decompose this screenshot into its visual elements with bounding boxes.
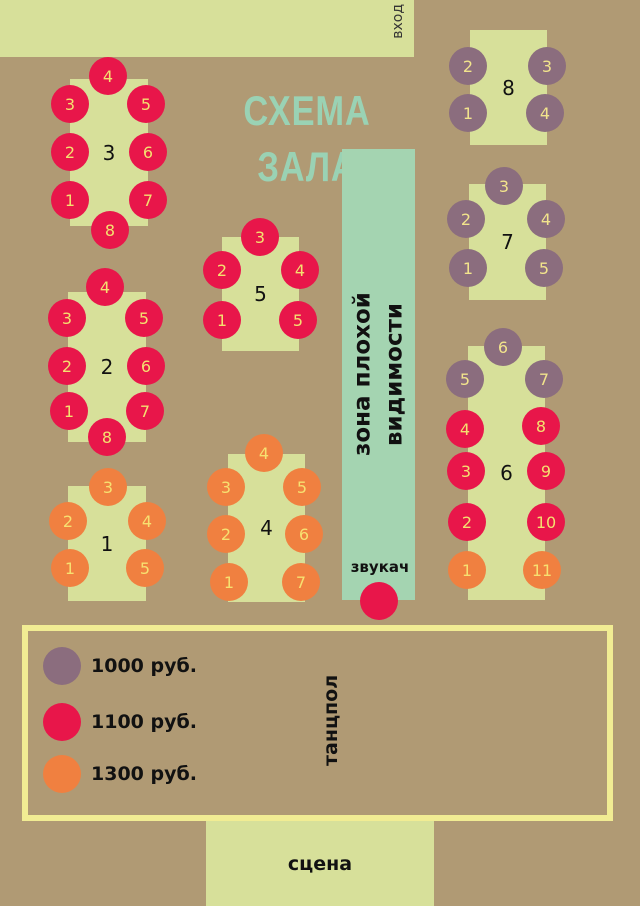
seat-t4-6[interactable]: 6 bbox=[285, 515, 323, 553]
seat-t5-1[interactable]: 1 bbox=[203, 301, 241, 339]
legend-label: 1300 руб. bbox=[91, 763, 197, 785]
page-title: СХЕМА ЗАЛА bbox=[243, 87, 371, 190]
seat-t6-9[interactable]: 9 bbox=[527, 452, 565, 490]
table-number: 8 bbox=[502, 75, 515, 100]
seat-t2-1[interactable]: 1 bbox=[50, 392, 88, 430]
seat-t6-8[interactable]: 8 bbox=[522, 407, 560, 445]
seat-t4-5[interactable]: 5 bbox=[283, 468, 321, 506]
seat-t1-4[interactable]: 4 bbox=[128, 502, 166, 540]
seat-t2-5[interactable]: 5 bbox=[125, 299, 163, 337]
seat-t3-1[interactable]: 1 bbox=[51, 181, 89, 219]
seat-t5-5[interactable]: 5 bbox=[279, 301, 317, 339]
seat-t6-11[interactable]: 11 bbox=[523, 551, 561, 589]
seat-t3-4[interactable]: 4 bbox=[89, 57, 127, 95]
sound-engineer-marker bbox=[360, 582, 398, 620]
seat-t3-8[interactable]: 8 bbox=[91, 211, 129, 249]
seat-t8-1[interactable]: 1 bbox=[449, 94, 487, 132]
seat-t2-2[interactable]: 2 bbox=[48, 347, 86, 385]
seat-t4-7[interactable]: 7 bbox=[282, 563, 320, 601]
seat-t4-4[interactable]: 4 bbox=[245, 434, 283, 472]
seat-t7-5[interactable]: 5 bbox=[525, 249, 563, 287]
table-number: 1 bbox=[100, 531, 114, 556]
seat-t3-5[interactable]: 5 bbox=[127, 85, 165, 123]
seat-t6-4[interactable]: 4 bbox=[446, 410, 484, 448]
seat-t8-2[interactable]: 2 bbox=[449, 47, 487, 85]
dance-floor-label: танцпол bbox=[320, 674, 342, 766]
table-number: 3 bbox=[102, 140, 116, 165]
seat-t6-7[interactable]: 7 bbox=[525, 360, 563, 398]
legend-dot-red bbox=[43, 703, 81, 741]
sound-engineer-label: звукач bbox=[350, 558, 410, 576]
seat-t5-4[interactable]: 4 bbox=[281, 251, 319, 289]
seat-t5-2[interactable]: 2 bbox=[203, 251, 241, 289]
seat-t7-3[interactable]: 3 bbox=[485, 167, 523, 205]
bad-visibility-zone: зона плохой видимости bbox=[342, 149, 415, 600]
table-number: 7 bbox=[501, 230, 514, 254]
seat-t6-6[interactable]: 6 bbox=[484, 328, 522, 366]
seat-t8-3[interactable]: 3 bbox=[528, 47, 566, 85]
seat-t7-2[interactable]: 2 bbox=[447, 200, 485, 238]
seat-t1-3[interactable]: 3 bbox=[89, 468, 127, 506]
table-number: 2 bbox=[100, 355, 114, 379]
legend-dot-orange bbox=[43, 755, 81, 793]
seat-t2-7[interactable]: 7 bbox=[126, 392, 164, 430]
seat-t3-3[interactable]: 3 bbox=[51, 85, 89, 123]
seat-t3-6[interactable]: 6 bbox=[129, 133, 167, 171]
legend-item-1300: 1300 руб. bbox=[43, 755, 197, 793]
seat-t3-7[interactable]: 7 bbox=[129, 181, 167, 219]
seat-t1-1[interactable]: 1 bbox=[51, 549, 89, 587]
table-number: 5 bbox=[254, 282, 267, 306]
seat-t3-2[interactable]: 2 bbox=[51, 133, 89, 171]
table-number: 4 bbox=[260, 516, 273, 540]
seat-t6-10[interactable]: 10 bbox=[527, 503, 565, 541]
entrance-area: вход bbox=[0, 0, 414, 57]
legend-dot-purple bbox=[43, 647, 81, 685]
seat-t2-6[interactable]: 6 bbox=[127, 347, 165, 385]
stage-label: сцена bbox=[287, 852, 353, 875]
entrance-label: вход bbox=[390, 4, 406, 39]
seat-t6-5[interactable]: 5 bbox=[446, 360, 484, 398]
seat-t6-1[interactable]: 1 bbox=[448, 551, 486, 589]
bad-visibility-zone-label: зона плохой видимости bbox=[349, 292, 408, 457]
seat-t2-3[interactable]: 3 bbox=[48, 299, 86, 337]
seat-t1-5[interactable]: 5 bbox=[126, 549, 164, 587]
seat-t6-2[interactable]: 2 bbox=[448, 503, 486, 541]
table-number: 6 bbox=[500, 461, 513, 485]
seat-t2-8[interactable]: 8 bbox=[88, 418, 126, 456]
seat-t7-1[interactable]: 1 bbox=[449, 249, 487, 287]
seat-t4-3[interactable]: 3 bbox=[207, 468, 245, 506]
seat-t6-3[interactable]: 3 bbox=[447, 452, 485, 490]
legend-item-1100: 1100 руб. bbox=[43, 703, 197, 741]
legend-label: 1000 руб. bbox=[91, 655, 197, 677]
seat-t7-4[interactable]: 4 bbox=[527, 200, 565, 238]
legend-item-1000: 1000 руб. bbox=[43, 647, 197, 685]
seat-t2-4[interactable]: 4 bbox=[86, 268, 124, 306]
seat-t4-1[interactable]: 1 bbox=[210, 563, 248, 601]
legend-label: 1100 руб. bbox=[91, 711, 197, 733]
stage: сцена bbox=[206, 821, 434, 906]
dance-floor bbox=[22, 625, 613, 821]
seat-t1-2[interactable]: 2 bbox=[49, 502, 87, 540]
seat-t5-3[interactable]: 3 bbox=[241, 218, 279, 256]
seat-t8-4[interactable]: 4 bbox=[526, 94, 564, 132]
seat-t4-2[interactable]: 2 bbox=[207, 515, 245, 553]
